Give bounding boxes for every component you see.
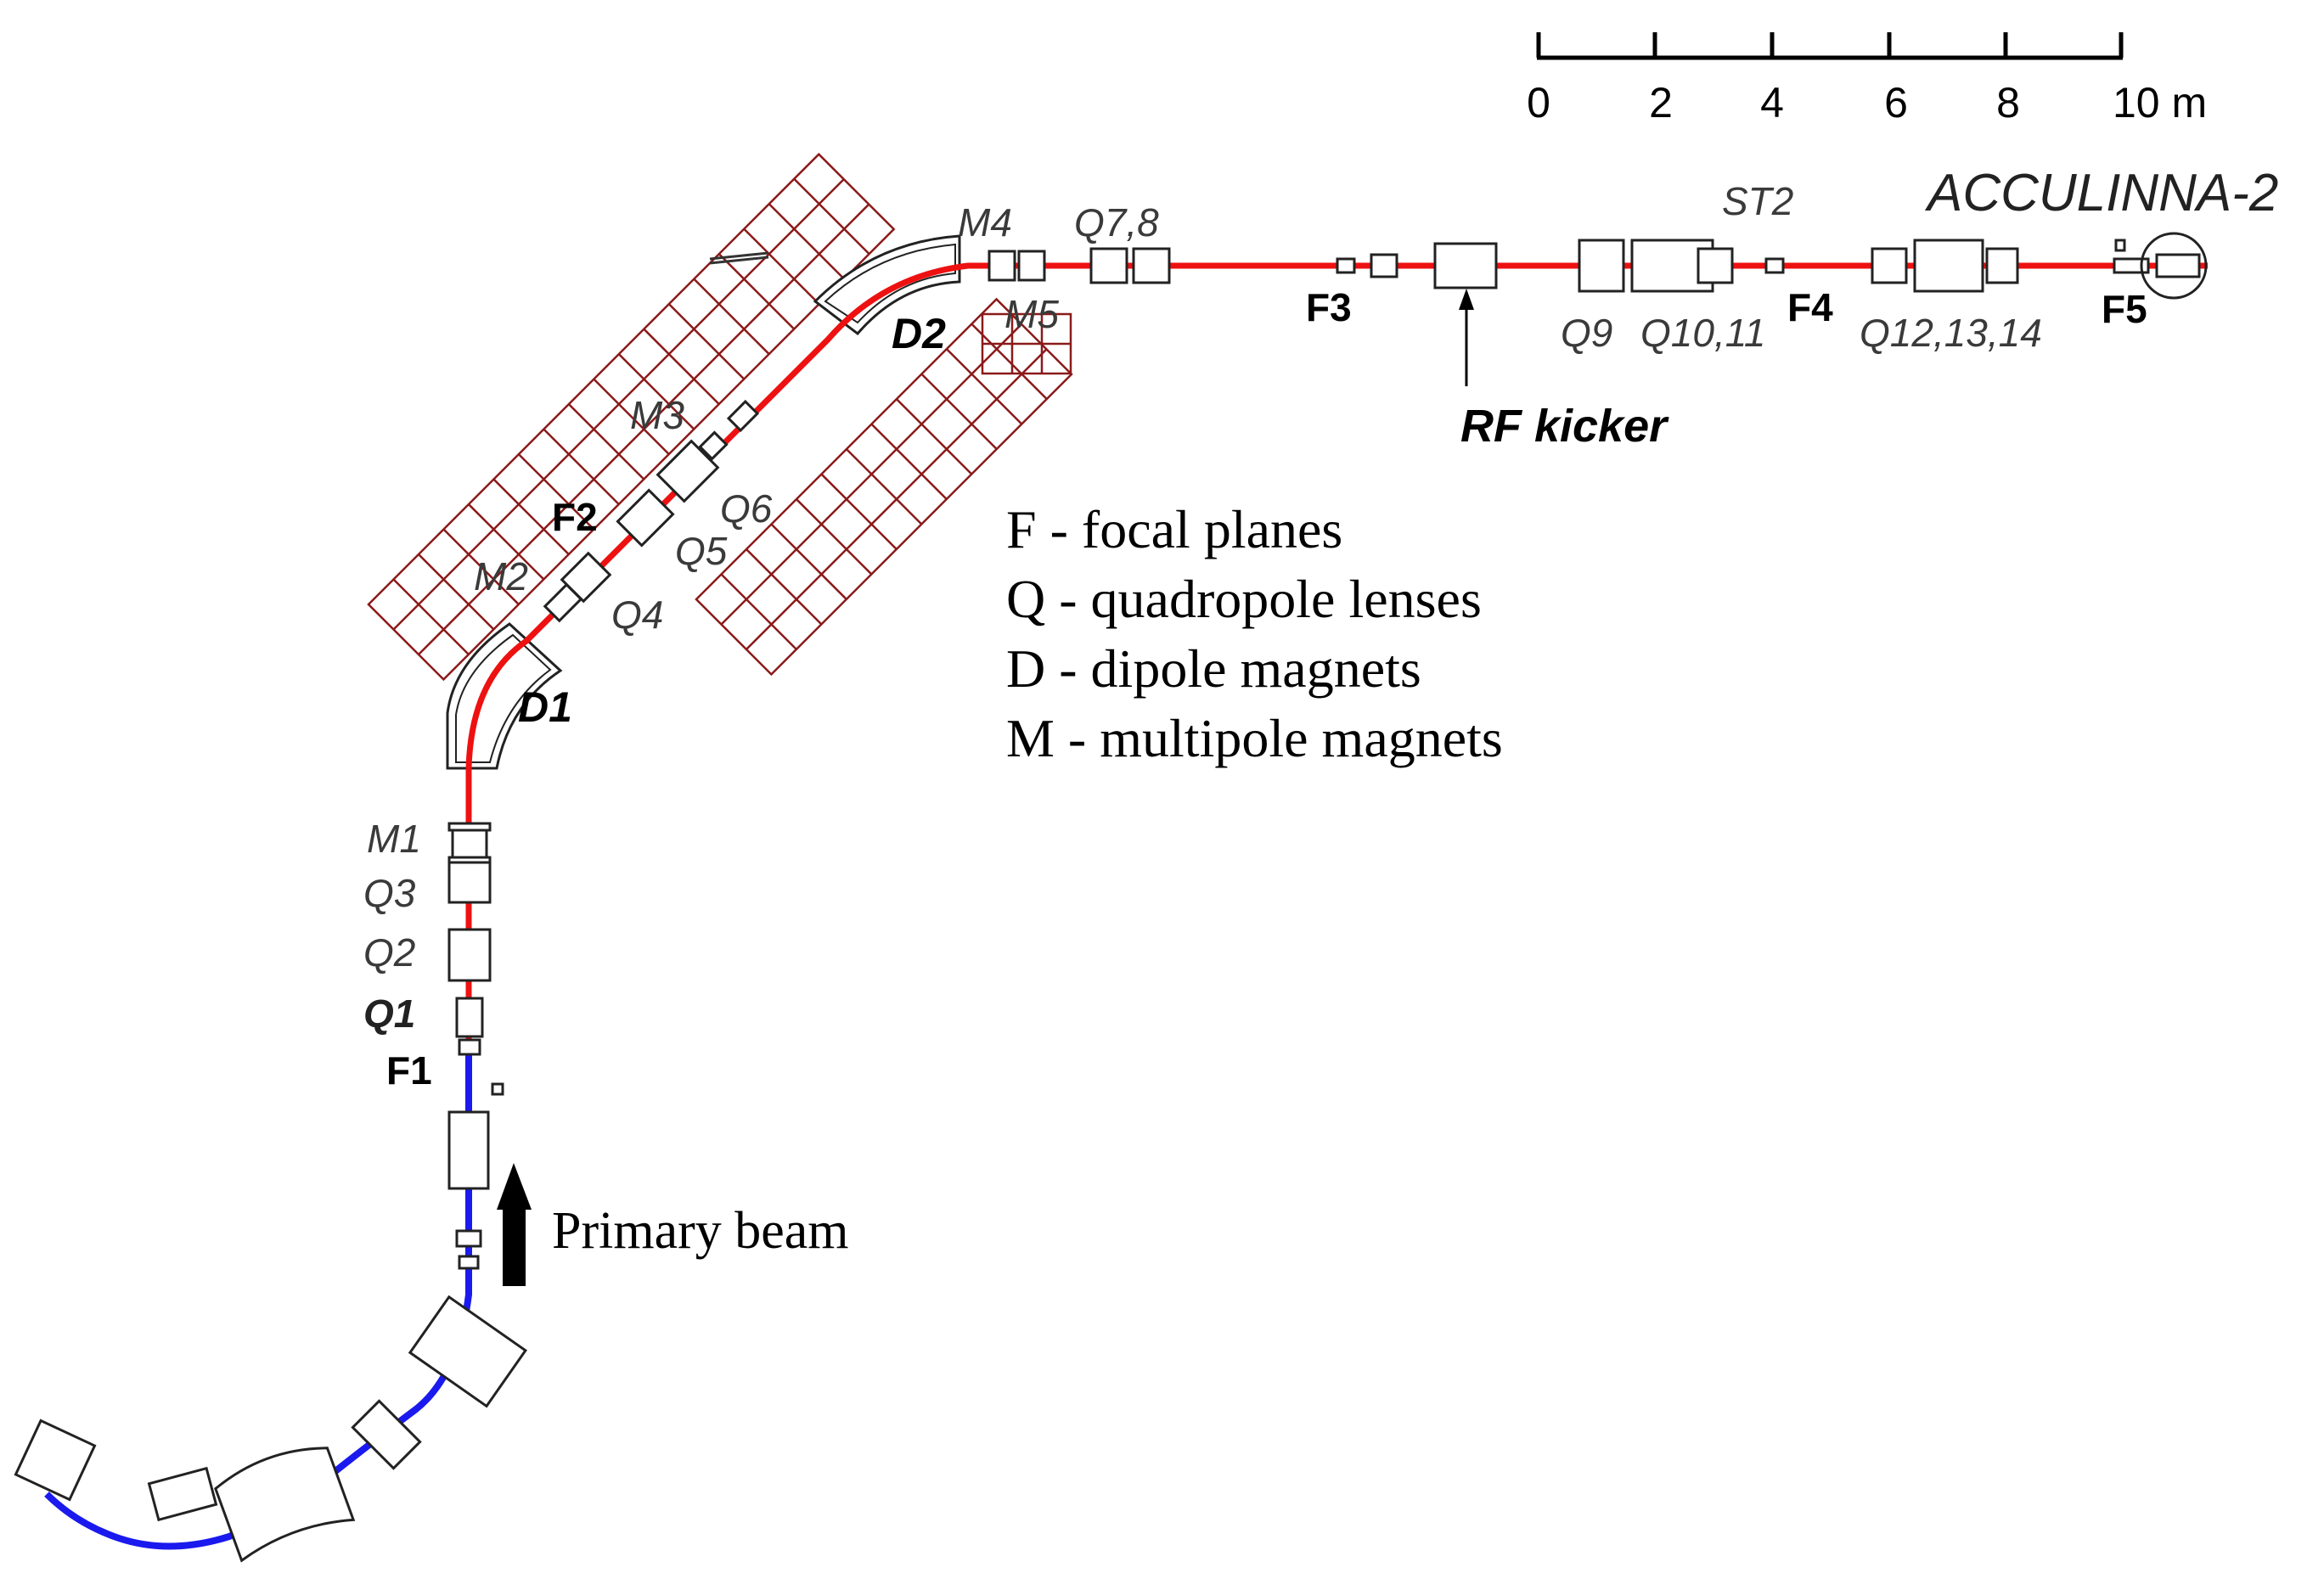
scale-tick-0: 0	[1527, 79, 1550, 126]
scale-tick-4: 4	[1760, 79, 1784, 126]
dipole-d2-outline	[813, 234, 961, 336]
primary-beam-arrow	[497, 1163, 532, 1286]
primary-dipole-2	[214, 1447, 356, 1563]
legend-item-m: M - multipole magnets	[1006, 708, 1503, 768]
scale-tick-10m: 10 m	[2113, 79, 2207, 126]
legend-item-f: F - focal planes	[1006, 499, 1342, 559]
shielding-grid-left	[367, 152, 896, 682]
label-f3: F3	[1306, 285, 1352, 329]
label-q1: Q1	[363, 992, 415, 1036]
label-q2: Q2	[363, 930, 415, 975]
label-st2: ST2	[1722, 179, 1793, 223]
primary-beam-line	[14, 1054, 527, 1563]
label-f4: F4	[1787, 285, 1833, 329]
diagonal-marker	[709, 251, 769, 265]
primary-target-station	[14, 1419, 97, 1502]
rf-kicker-arrow	[1459, 289, 1474, 386]
scale-tick-2: 2	[1649, 79, 1673, 126]
label-m5: M5	[1004, 292, 1059, 336]
label-d1: D1	[518, 683, 572, 731]
primary-beam-label: Primary beam	[552, 1202, 849, 1260]
label-m1: M1	[367, 817, 421, 861]
label-q9: Q9	[1561, 311, 1612, 355]
label-m3: M3	[630, 393, 684, 437]
label-q12-13-14: Q12,13,14	[1860, 311, 2042, 355]
target-chamber-icon	[2140, 232, 2208, 300]
primary-dipole-1	[408, 1295, 527, 1408]
rf-kicker-label: RF kicker	[1460, 401, 1669, 452]
label-m2: M2	[474, 554, 528, 598]
shielding-grid-right	[695, 297, 1073, 677]
label-f5: F5	[2102, 287, 2147, 331]
legend-item-d: D - dipole magnets	[1006, 638, 1421, 699]
label-d2: D2	[892, 310, 946, 357]
rf-kicker-box	[1433, 242, 1498, 289]
label-q3: Q3	[363, 871, 416, 915]
label-f2: F2	[552, 495, 598, 539]
label-q4: Q4	[611, 593, 663, 637]
label-q10-11: Q10,11	[1640, 311, 1765, 355]
dipole-d1-outline	[446, 622, 563, 770]
primary-magnet-1	[447, 1110, 490, 1190]
label-q6: Q6	[720, 486, 773, 531]
legend-item-q: Q - quadropole lenses	[1006, 569, 1482, 629]
label-f1: F1	[386, 1048, 432, 1093]
shielding-grid-m5	[981, 312, 1072, 375]
legend: F - focal planes Q - quadropole lenses D…	[1006, 499, 1503, 768]
horizontal-magnets	[988, 232, 2208, 300]
facility-title: ACCULINNA-2	[1924, 164, 2278, 222]
label-m4: M4	[958, 200, 1012, 244]
scale-tick-8: 8	[1996, 79, 2020, 126]
scale-bar: 0 2 4 6 8 10 m	[1527, 32, 2207, 126]
vertical-magnets	[447, 822, 492, 1056]
scale-tick-6: 6	[1884, 79, 1908, 126]
diagonal-magnets	[543, 399, 760, 623]
label-q7-8: Q7,8	[1074, 200, 1159, 244]
label-q5: Q5	[675, 529, 728, 573]
